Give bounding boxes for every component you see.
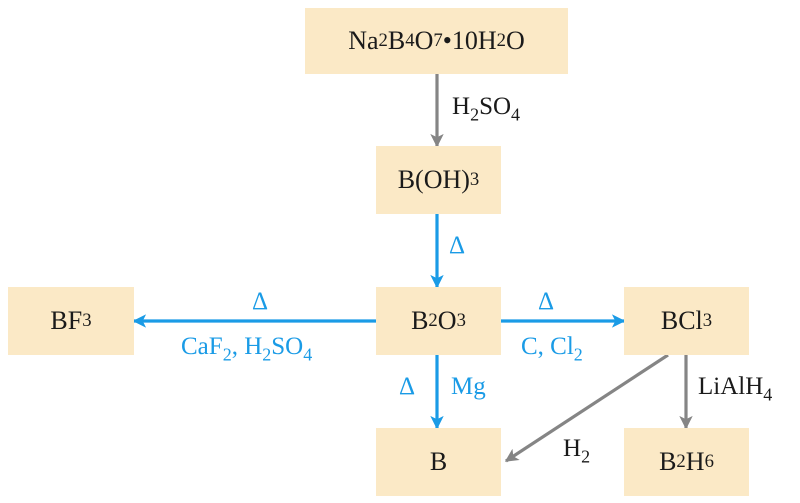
formula-text: BCl (660, 306, 703, 335)
formula-text: , H (231, 333, 263, 360)
label-mg: Mg (451, 374, 486, 399)
formula-text: B(OH) (397, 165, 470, 194)
subscript: 2 (581, 446, 591, 467)
formula-text: SO (479, 93, 512, 120)
subscript: 2 (222, 344, 232, 365)
formula-text: B (387, 26, 406, 55)
formula-text: O (414, 26, 434, 55)
formula-text: Δ (252, 288, 269, 315)
subscript: 4 (303, 344, 313, 365)
formula-text: CaF (181, 333, 223, 360)
label-c-cl2: C, Cl2 (521, 333, 583, 363)
formula-text: Δ (449, 232, 466, 259)
formula-text: C, Cl (521, 333, 574, 360)
subscript: 2 (262, 344, 272, 365)
label-heat-mg: Δ (399, 374, 415, 399)
subscript: 2 (470, 104, 480, 125)
label-h2so4: H2SO4 (452, 93, 520, 123)
label-heat-bf3: Δ (252, 289, 268, 314)
formula-text: H (452, 93, 471, 120)
formula-text: LiAlH (698, 373, 764, 400)
label-caf2-h2so4: CaF2, H2SO4 (181, 333, 312, 363)
label-lialh4: LiAlH4 (698, 373, 772, 403)
node-boric-acid: B(OH)3 (376, 146, 501, 214)
formula-text: SO (271, 333, 304, 360)
label-h2: H2 (563, 435, 590, 465)
node-boron: B (376, 428, 501, 496)
formula-text: H (685, 447, 705, 476)
formula-text: B (411, 306, 429, 335)
label-heat-boric: Δ (449, 233, 465, 258)
formula-text: Δ (399, 373, 416, 400)
arrow-bcl3-to-b (504, 353, 669, 463)
formula-text: Na (348, 26, 379, 55)
subscript: 2 (573, 344, 583, 365)
subscript: 4 (511, 104, 521, 125)
label-heat-bcl3: Δ (538, 289, 554, 314)
formula-text: H (563, 435, 582, 462)
formula-text: O (437, 306, 457, 335)
formula-text: •10H (442, 26, 497, 55)
formula-text: BF (50, 306, 83, 335)
subscript: 4 (763, 384, 773, 405)
formula-text: O (506, 26, 525, 55)
formula-text: Mg (451, 373, 486, 400)
formula-text: B (659, 447, 677, 476)
formula-text: Δ (538, 288, 555, 315)
formula-text: B (429, 447, 448, 476)
